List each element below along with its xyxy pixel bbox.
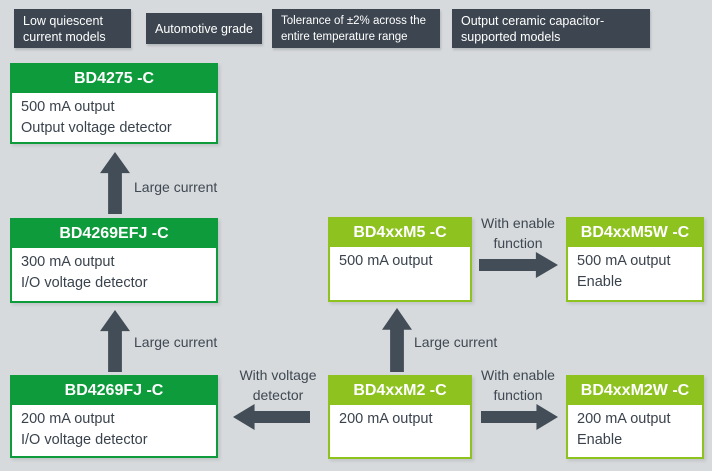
arrow-label: With enable function (481, 215, 555, 251)
product-title: BD4275 -C (12, 65, 216, 93)
product-box-bd4xxm2[interactable]: BD4xxM2 -C 200 mA output (328, 375, 472, 459)
product-box-bd4xxm5w[interactable]: BD4xxM5W -C 500 mA output Enable (566, 217, 704, 302)
tag-tolerance: Tolerance of ±2% across the entire tempe… (272, 9, 440, 48)
spec-line: 500 mA output (339, 253, 433, 269)
product-box-bd4269efj[interactable]: BD4269EFJ -C 300 mA output I/O voltage d… (10, 218, 218, 303)
tag-automotive-grade: Automotive grade (146, 13, 262, 44)
spec-line: I/O voltage detector (21, 432, 148, 448)
arrow-up-icon (100, 152, 130, 214)
arrow-right-icon (479, 252, 558, 278)
product-box-bd4xxm2w[interactable]: BD4xxM2W -C 200 mA output Enable (566, 375, 704, 459)
arrow-label: Large current (414, 334, 498, 350)
arrow-left-icon (233, 404, 310, 430)
product-specs: 200 mA output I/O voltage detector (12, 405, 216, 455)
spec-line: Output voltage detector (21, 120, 172, 136)
product-title: BD4xxM2W -C (568, 377, 702, 405)
tag-ceramic-capacitor: Output ceramic capacitor-supported model… (452, 9, 650, 48)
spec-line: 300 mA output (21, 254, 115, 270)
product-specs: 500 mA output (330, 247, 470, 276)
tag-low-quiescent: Low quiescent current models (14, 9, 131, 48)
product-title: BD4xxM2 -C (330, 377, 470, 405)
arrow-right-icon (481, 404, 558, 430)
product-specs: 300 mA output I/O voltage detector (12, 248, 216, 298)
product-title: BD4269FJ -C (12, 377, 216, 405)
product-box-bd4xxm5[interactable]: BD4xxM5 -C 500 mA output (328, 217, 472, 302)
spec-line: 500 mA output (21, 99, 115, 115)
product-box-bd4275[interactable]: BD4275 -C 500 mA output Output voltage d… (10, 63, 218, 144)
product-specs: 500 mA output Output voltage detector (12, 93, 216, 143)
spec-line: 500 mA output (577, 253, 671, 269)
product-title: BD4xxM5W -C (568, 219, 702, 247)
spec-line: Enable (577, 274, 623, 290)
spec-line: I/O voltage detector (21, 275, 148, 291)
product-specs: 200 mA output Enable (568, 405, 702, 455)
product-title: BD4269EFJ -C (12, 220, 216, 248)
arrow-label: Large current (134, 179, 218, 195)
arrow-label: With enable function (481, 367, 555, 403)
spec-line: 200 mA output (21, 411, 115, 427)
product-title: BD4xxM5 -C (330, 219, 470, 247)
arrow-label: With voltage detector (239, 367, 317, 403)
arrow-up-icon (100, 310, 130, 372)
spec-line: 200 mA output (577, 411, 671, 427)
arrow-label: Large current (134, 334, 218, 350)
spec-line: 200 mA output (339, 411, 433, 427)
product-specs: 200 mA output (330, 405, 470, 434)
arrow-up-icon (382, 308, 412, 372)
spec-line: Enable (577, 432, 623, 448)
product-box-bd4269fj[interactable]: BD4269FJ -C 200 mA output I/O voltage de… (10, 375, 218, 458)
product-specs: 500 mA output Enable (568, 247, 702, 297)
